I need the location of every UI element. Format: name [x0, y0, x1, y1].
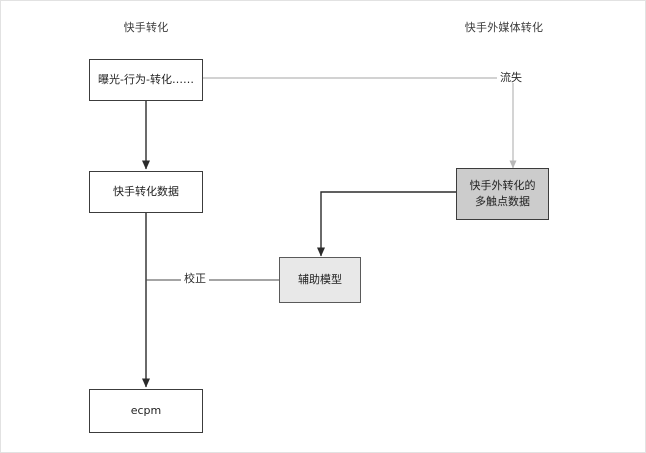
node-external-multitouch-data[interactable]: 快手外转化的 多触点数据 [456, 168, 549, 220]
node-auxiliary-model-label: 辅助模型 [298, 273, 342, 287]
edge-external-to-auxiliary-model [317, 191, 456, 257]
node-exposure-behavior-conversion[interactable]: 曝光-行为-转化…… [89, 59, 203, 101]
node-kuaishou-conversion-data-label: 快手转化数据 [113, 185, 179, 199]
node-external-multitouch-data-label-line1: 快手外转化的 [469, 179, 536, 193]
node-external-multitouch-data-label-line2: 多触点数据 [475, 195, 530, 208]
column-header-kuaishou: 快手转化 [123, 21, 169, 34]
edge-label-calibration: 校正 [181, 273, 209, 284]
node-auxiliary-model[interactable]: 辅助模型 [279, 257, 361, 303]
node-ecpm[interactable]: ecpm [89, 389, 203, 433]
edge-exposure-to-external-churn [203, 77, 517, 169]
node-kuaishou-conversion-data[interactable]: 快手转化数据 [89, 171, 203, 213]
node-ecpm-label: ecpm [130, 404, 162, 418]
edge-label-churn: 流失 [497, 72, 525, 83]
column-header-external-media: 快手外媒体转化 [464, 21, 544, 34]
node-exposure-behavior-conversion-label: 曝光-行为-转化…… [98, 73, 194, 87]
